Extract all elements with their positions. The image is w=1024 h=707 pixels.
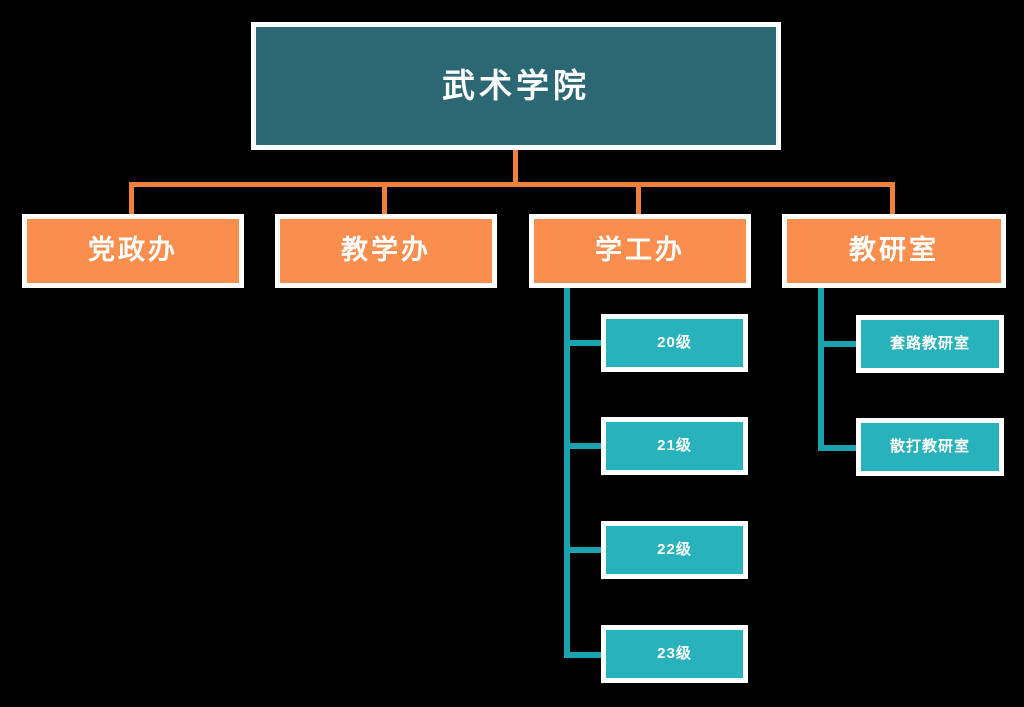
node-dept-dangzhengban[interactable]: 党政办 [22,214,244,288]
node-grade-23[interactable]: 23级 [601,625,748,683]
connector-root-bus [129,182,895,187]
node-grade-21[interactable]: 21级 [601,417,748,475]
connector-branch-grade-21 [564,443,608,449]
connector-drop-dept-1 [129,182,134,216]
connector-branch-grade-20 [564,340,608,346]
node-taolu-teaching-room[interactable]: 套路教研室 [856,315,1004,373]
node-dept-jiaoxueban[interactable]: 教学办 [275,214,497,288]
node-grade-20[interactable]: 20级 [601,314,748,372]
connector-root-stem [513,149,518,185]
node-root-wushu-academy[interactable]: 武术学院 [251,22,781,150]
node-dept-jiaoyanshi[interactable]: 教研室 [782,214,1006,288]
connector-drop-dept-4 [890,182,895,216]
connector-branch-grade-22 [564,547,608,553]
node-sanda-teaching-room[interactable]: 散打教研室 [856,418,1004,476]
node-grade-22[interactable]: 22级 [601,521,748,579]
connector-drop-dept-2 [382,182,387,216]
node-dept-xuegongban[interactable]: 学工办 [529,214,751,288]
connector-branch-taolu-room [818,341,862,347]
connector-branch-grade-23 [564,652,608,658]
connector-trunk-jiaoyanshi [818,286,824,451]
connector-drop-dept-3 [636,182,641,216]
connector-branch-sanda-room [818,445,862,451]
connector-trunk-xuegongban [564,286,570,658]
